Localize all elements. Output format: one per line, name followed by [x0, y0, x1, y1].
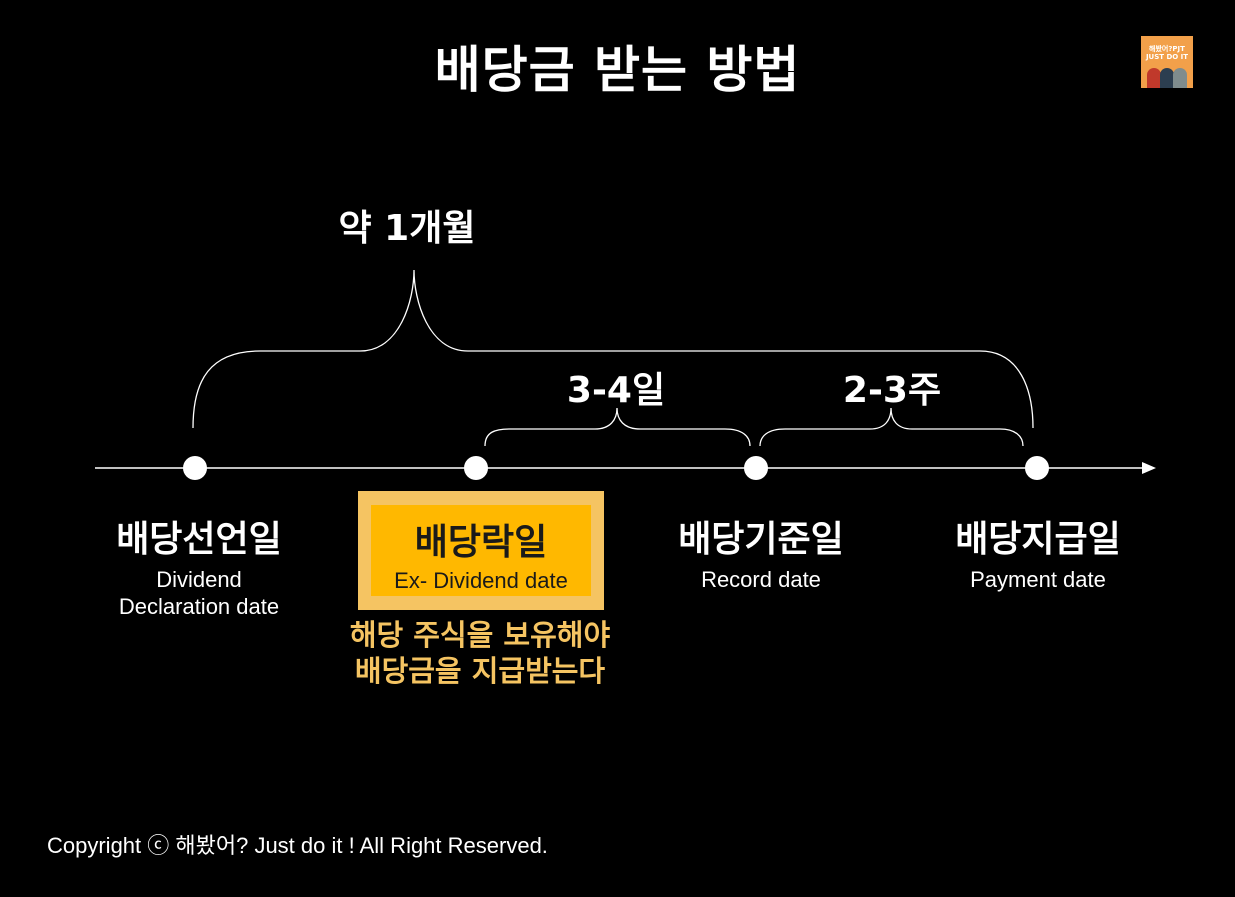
- ex-dividend-note: 해당 주식을 보유해야 배당금을 지급받는다: [330, 617, 630, 689]
- node-ex-dividend-date: 배당락일 Ex- Dividend date: [371, 505, 591, 596]
- brace-days: [484, 407, 751, 447]
- span-label-days: 3-4일: [566, 370, 666, 411]
- logo-figure: [1147, 68, 1161, 88]
- brace-month: [192, 269, 1034, 429]
- node-title: 배당기준일: [678, 519, 844, 560]
- milestone-dot-payment: [1025, 456, 1049, 480]
- node-title: 배당락일: [414, 522, 548, 563]
- milestone-dot-declaration: [183, 456, 207, 480]
- node-subtitle: Dividend: [156, 567, 242, 592]
- span-label-month: 약 1개월: [338, 208, 476, 249]
- node-payment-date: 배당지급일 Payment date: [908, 510, 1168, 593]
- highlight-box-ex-dividend: 배당락일 Ex- Dividend date: [358, 491, 604, 610]
- logo-figure: [1173, 68, 1187, 88]
- milestone-dot-record: [744, 456, 768, 480]
- note-line: 배당금을 지급받는다: [354, 654, 606, 688]
- page-title: 배당금 받는 방법: [434, 41, 801, 99]
- logo: 해봤어?PJT JUST DO IT: [1141, 36, 1193, 88]
- arrow-head-icon: [1142, 462, 1156, 474]
- node-subtitle: Ex- Dividend date: [394, 568, 568, 593]
- node-subtitle: Record date: [701, 567, 821, 592]
- logo-text: 해봤어?PJT JUST DO IT: [1145, 45, 1189, 61]
- node-declaration-date: 배당선언일 Dividend Declaration date: [69, 510, 329, 620]
- milestone-dot-ex-dividend: [464, 456, 488, 480]
- node-subtitle: Payment date: [970, 567, 1106, 592]
- node-title: 배당지급일: [955, 519, 1121, 560]
- brace-weeks: [759, 407, 1024, 447]
- node-title: 배당선언일: [116, 519, 282, 560]
- logo-figure: [1160, 68, 1174, 88]
- node-subtitle: Declaration date: [118, 594, 280, 619]
- span-label-weeks: 2-3주: [842, 370, 942, 411]
- copyright-text: Copyright ⓒ 해봤어? Just do it ! All Right …: [47, 833, 548, 858]
- note-line: 해당 주식을 보유해야: [349, 618, 611, 652]
- node-record-date: 배당기준일 Record date: [631, 510, 891, 593]
